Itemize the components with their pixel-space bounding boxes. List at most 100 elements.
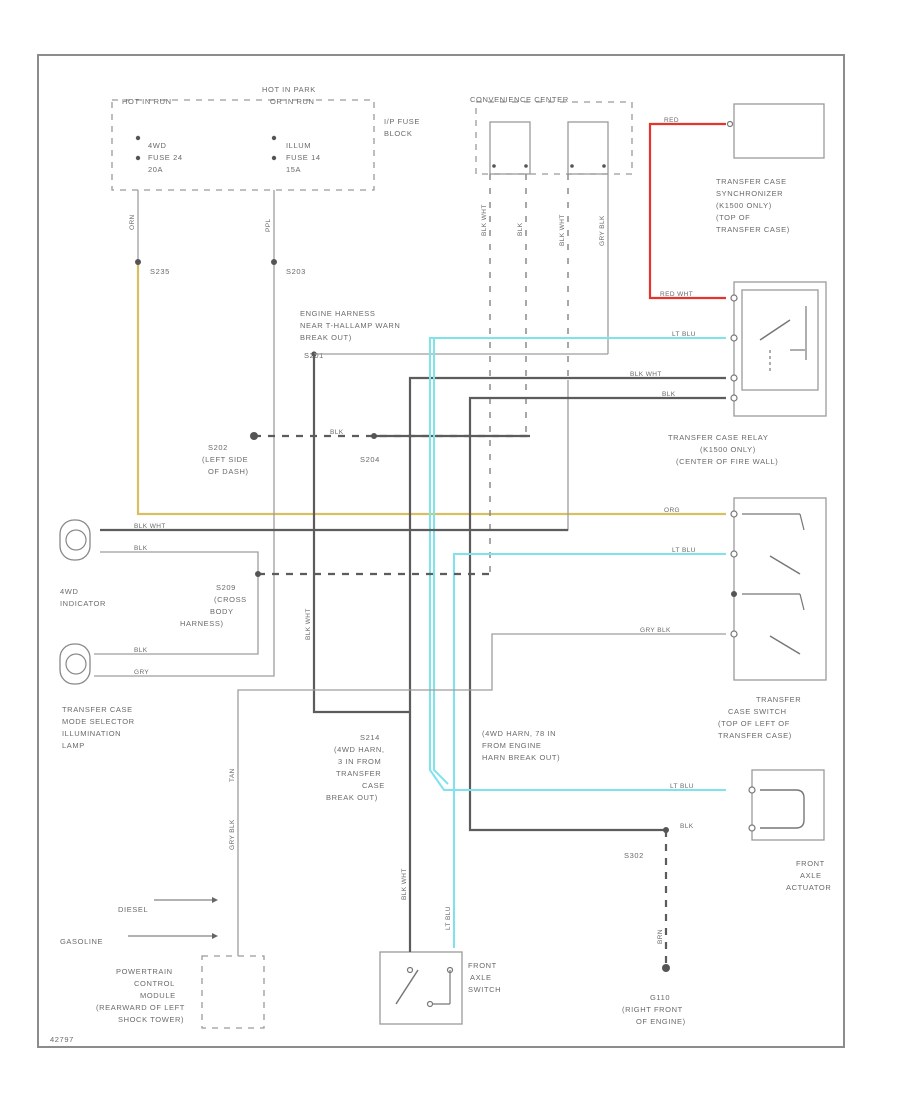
label-pcm-1: POWERTRAIN <box>116 967 173 976</box>
label-sync-1: TRANSFER CASE <box>716 177 787 186</box>
label-tc-switch-4: TRANSFER CASE) <box>718 731 792 740</box>
wire-label-gry-blk: GRY BLK <box>640 627 671 634</box>
label-fa-switch-3: SWITCH <box>468 985 501 994</box>
wire-label-blk-ind2: BLK <box>134 647 148 654</box>
label-s202-1: S202 <box>208 443 228 452</box>
label-convenience-center: CONVENIENCE CENTER <box>470 95 569 104</box>
wire-org: ORN ORG S235 <box>129 190 726 516</box>
label-s202-2: (LEFT SIDE <box>202 455 248 464</box>
wire-label-conv-4: GRY BLK <box>599 215 606 246</box>
diagram-border <box>37 54 845 1048</box>
label-or-in-run: OR IN RUN <box>270 97 315 106</box>
label-harn4wd-2: FROM ENGINE <box>482 741 542 750</box>
label-gasoline: GASOLINE <box>60 937 103 946</box>
label-sync-4: (TOP OF <box>716 213 750 222</box>
front-axle-switch: FRONT AXLE SWITCH <box>379 951 501 1025</box>
wire-label-red-wht: RED WHT <box>660 291 693 298</box>
wire-label-blk-wht-ind: BLK WHT <box>134 523 166 530</box>
label-s202-3: OF DASH) <box>208 467 249 476</box>
label-hot-in-park: HOT IN PARK <box>262 85 316 94</box>
label-s204: S204 <box>360 455 380 464</box>
wire-ppl: PPL S203 <box>94 190 306 677</box>
label-sync-3: (K1500 ONLY) <box>716 201 772 210</box>
wire-label-ppl: PPL <box>265 219 272 233</box>
label-s209-4: HARNESS) <box>180 619 224 628</box>
wire-label-lt-blu-1: LT BLU <box>672 331 696 338</box>
mode-selector-illumination-lamp: TRANSFER CASE MODE SELECTOR ILLUMINATION… <box>59 643 135 750</box>
label-engine-harness-1: ENGINE HARNESS <box>300 309 376 318</box>
wire-label-conv-1: BLK WHT <box>481 204 488 236</box>
wire-label-lt-blu-3: LT BLU <box>670 783 694 790</box>
label-s209-2: (CROSS <box>214 595 247 604</box>
label-lamp-2: MODE SELECTOR <box>62 717 135 726</box>
ip-fuse-block: HOT IN RUN HOT IN PARK OR IN RUN 4WD FUS… <box>111 85 419 191</box>
label-g110-2: (RIGHT FRONT <box>622 1005 683 1014</box>
wire-gry-blk: GRY BLK GRY BLK TAN <box>229 627 726 956</box>
label-s214-1: S214 <box>360 733 380 742</box>
wire-label-gry-ind: GRY <box>134 669 149 676</box>
label-fa-actuator-3: ACTUATOR <box>786 883 831 892</box>
label-indicator-1: 4WD <box>60 587 78 596</box>
label-diesel: DIESEL <box>118 905 148 914</box>
label-relay-3: (CENTER OF FIRE WALL) <box>676 457 778 466</box>
wire-label-conv-2: BLK <box>517 222 524 236</box>
wire-red: RED RED WHT <box>648 117 734 300</box>
label-harn4wd-3: HARN BREAK OUT) <box>482 753 560 762</box>
label-s302: S302 <box>624 851 644 860</box>
wire-label-blk-ind: BLK <box>134 545 148 552</box>
label-s209-3: BODY <box>210 607 234 616</box>
wire-blk-indicator: BLK WHT BLK BLK GRY S209 (CROSS BODY HAR… <box>94 523 568 676</box>
engine-harness-splice: ENGINE HARNESS NEAR T-HALLAMP WARN BREAK… <box>300 309 400 360</box>
indicator-4wd-lamp: 4WD INDICATOR <box>59 519 106 608</box>
label-sync-2: SYNCHRONIZER <box>716 189 783 198</box>
convenience-center: CONVENIENCE CENTER <box>470 95 633 175</box>
wire-label-red: RED <box>664 117 679 124</box>
label-indicator-2: INDICATOR <box>60 599 106 608</box>
transfer-case-synchronizer: TRANSFER CASE SYNCHRONIZER (K1500 ONLY) … <box>716 103 825 234</box>
label-fa-actuator-2: AXLE <box>800 871 822 880</box>
powertrain-control-module: POWERTRAIN CONTROL MODULE (REARWARD OF L… <box>60 897 265 1029</box>
label-s209-1: S209 <box>216 583 236 592</box>
wire-label-blk-ground2: BLK <box>680 823 694 830</box>
label-s214-5: CASE <box>362 781 385 790</box>
label-pcm-4: (REARWARD OF LEFT <box>96 1003 185 1012</box>
wire-label-gry-blk-v: GRY BLK <box>229 819 236 850</box>
label-s214-3: 3 IN FROM <box>338 757 381 766</box>
label-s214-2: (4WD HARN, <box>334 745 385 754</box>
label-engine-harness-3: BREAK OUT) <box>300 333 352 342</box>
wire-label-blk-wht-v2: BLK WHT <box>401 868 408 900</box>
wire-label-blk-ground: BLK <box>330 429 344 436</box>
label-s214-4: TRANSFER <box>336 769 381 778</box>
label-harn4wd-1: (4WD HARN, 78 IN <box>482 729 556 738</box>
label-pcm-2: CONTROL <box>134 979 175 988</box>
wire-ground-s202: BLK S202 (LEFT SIDE OF DASH) S204 <box>202 429 530 476</box>
label-ip-fuse-block-2: BLOCK <box>384 129 412 138</box>
label-lamp-1: TRANSFER CASE <box>62 705 133 714</box>
label-s235: S235 <box>150 267 170 276</box>
label-hot-in-run: HOT IN RUN <box>122 97 172 106</box>
label-engine-harness-2: NEAR T-HALLAMP WARN <box>300 321 400 330</box>
label-tc-switch-3: (TOP OF LEFT OF <box>718 719 790 728</box>
transfer-case-switch: TRANSFER CASE SWITCH (TOP OF LEFT OF TRA… <box>718 497 827 740</box>
wire-blk-relay: BLK WHT BLK BLK WHT BLK WHT <box>305 354 726 952</box>
label-lamp-4: LAMP <box>62 741 85 750</box>
wire-label-tan: TAN <box>229 768 236 782</box>
wire-label-lt-blu-2: LT BLU <box>672 547 696 554</box>
label-g110-3: OF ENGINE) <box>636 1017 686 1026</box>
label-fuse-4wd-1: 4WD <box>148 141 166 150</box>
label-fa-switch-1: FRONT <box>468 961 497 970</box>
wire-label-lt-blu-v: LT BLU <box>445 906 452 930</box>
label-fa-actuator-1: FRONT <box>796 859 825 868</box>
wire-label-brn: BRN <box>657 929 664 944</box>
transfer-case-relay: TRANSFER CASE RELAY (K1500 ONLY) (CENTER… <box>668 281 827 466</box>
label-s203: S203 <box>286 267 306 276</box>
label-tc-switch-1: TRANSFER <box>756 695 801 704</box>
label-fuse-illum-3: 15A <box>286 165 301 174</box>
label-pcm-3: MODULE <box>140 991 176 1000</box>
label-g110-1: G110 <box>650 993 670 1002</box>
figure-id: 42797 <box>50 1035 74 1044</box>
wire-label-blk-wht-relay: BLK WHT <box>630 371 662 378</box>
wire-label-blk-relay: BLK <box>662 391 676 398</box>
label-tc-switch-2: CASE SWITCH <box>728 707 787 716</box>
